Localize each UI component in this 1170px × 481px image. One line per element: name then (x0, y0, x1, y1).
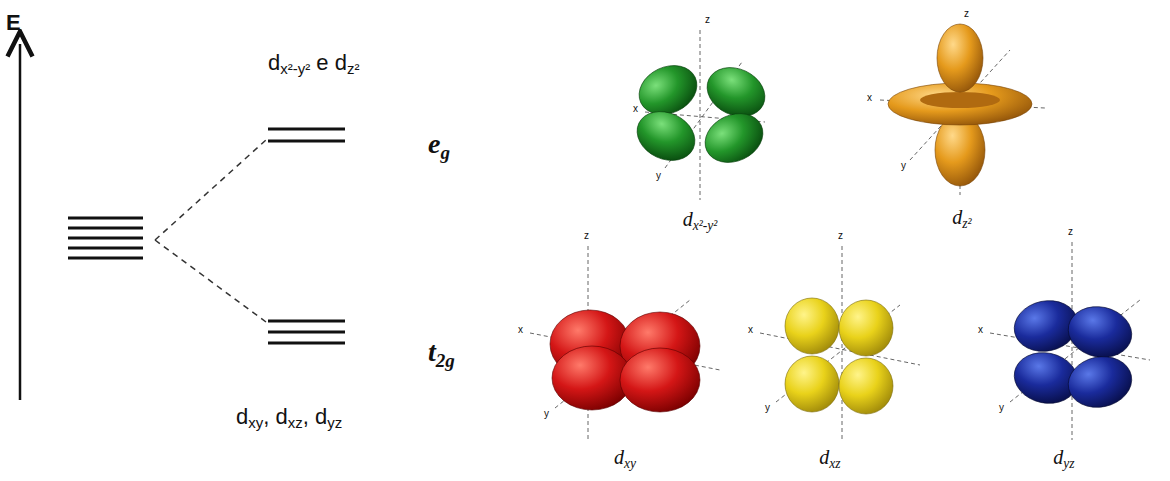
axis-label: x (867, 92, 872, 104)
orbital-label: dxy (614, 446, 636, 469)
orbital-label: dyz (1053, 446, 1074, 469)
axis-label: x (748, 324, 753, 336)
axis-label: z (1068, 226, 1073, 238)
orbital-label: dx²-y² (683, 208, 718, 231)
axis-label: z (705, 14, 710, 26)
axis-label: x (518, 324, 523, 336)
level-label: dxy, dxz, dyz (236, 404, 342, 429)
axis-label: y (765, 402, 770, 414)
orbital-label: dz² (952, 206, 971, 229)
level-label: dx²-y² e dz² (268, 50, 359, 75)
axis-label: z (838, 230, 843, 242)
symmetry-label: t2g (428, 336, 455, 368)
energy-axis-label: E (6, 10, 21, 35)
axis-label: y (901, 160, 906, 172)
axis-label: y (999, 402, 1004, 414)
axis-label: z (964, 8, 969, 20)
symmetry-label: eg (428, 128, 450, 160)
axis-label: z (584, 230, 589, 242)
axis-label: x (633, 103, 638, 115)
axis-label: y (656, 170, 661, 182)
orbital-label: dxz (819, 446, 840, 469)
axis-label: y (544, 408, 549, 420)
axis-label: x (978, 324, 983, 336)
